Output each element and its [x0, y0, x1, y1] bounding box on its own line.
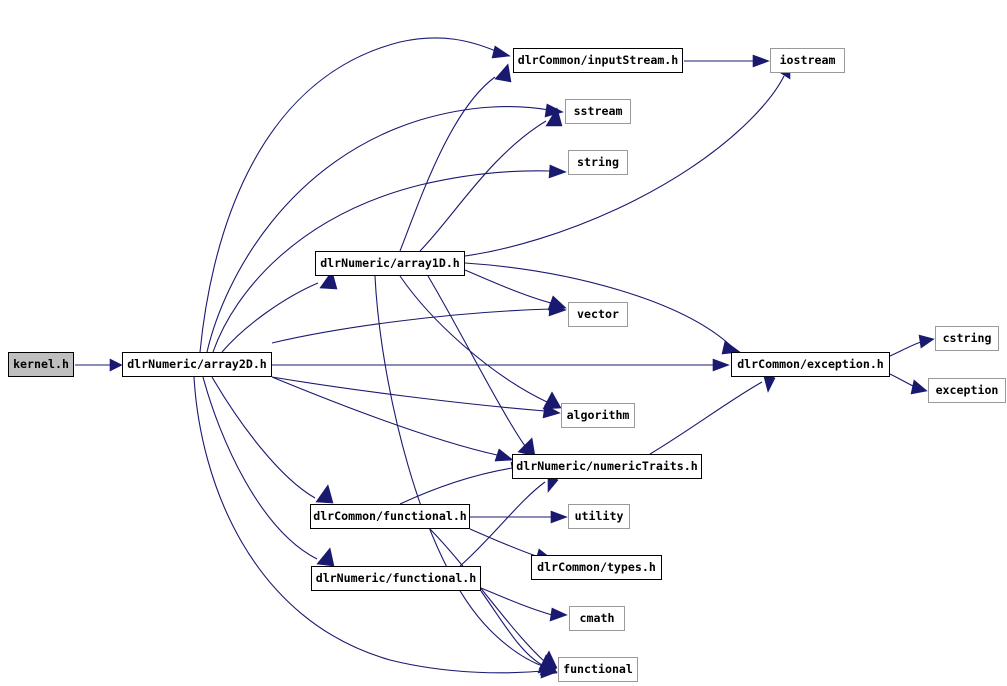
edge-array2D-to-dlrNumeric-functional [202, 376, 318, 560]
edge-array2D-to-string [212, 170, 552, 353]
node-label: sstream [573, 103, 623, 118]
edge-array1D-to-algorithm [399, 275, 548, 403]
node-label: dlrNumeric/array1D.h [320, 255, 460, 270]
node-functional[interactable]: functional [558, 657, 638, 682]
node-dlrCommon-types-h[interactable]: dlrCommon/types.h [531, 555, 662, 580]
node-label: functional [563, 661, 633, 676]
edge-array2D-to-numericTraits [271, 376, 498, 456]
edge-array1D-to-sstream [419, 120, 547, 252]
node-algorithm[interactable]: algorithm [561, 403, 635, 428]
node-utility[interactable]: utility [568, 504, 630, 529]
node-dlrNumeric-array2D-h[interactable]: dlrNumeric/array2D.h [122, 352, 272, 377]
edge-array1D-to-inputStream [399, 76, 496, 252]
node-label: string [577, 154, 619, 169]
arrowhead [494, 448, 514, 462]
edge-array1D-to-exception-h [464, 262, 731, 346]
node-dlrNumeric-numericTraits-h[interactable]: dlrNumeric/numericTraits.h [512, 454, 702, 479]
edge-array2D-to-functional [193, 376, 544, 674]
node-label: dlrNumeric/functional.h [315, 570, 477, 585]
arrowhead [918, 334, 935, 349]
arrowhead [550, 510, 568, 524]
edge-dlrCommon-functional-to-types [469, 528, 540, 558]
node-label: cmath [579, 610, 615, 625]
node-label: exception [935, 382, 999, 397]
node-label: dlrCommon/types.h [537, 559, 656, 574]
arrowhead [548, 164, 567, 179]
arrowhead [910, 379, 928, 395]
node-label: kernel.h [13, 356, 69, 371]
edge-dlrCommon-functional-to-numericTraits [399, 467, 513, 505]
node-string[interactable]: string [568, 150, 628, 175]
node-kernel-h[interactable]: kernel.h [8, 352, 74, 377]
node-label: utility [574, 508, 624, 523]
arrowhead [542, 391, 562, 410]
edge-array1D-to-iostream [464, 75, 785, 257]
arrowhead [109, 358, 123, 372]
edge-array2D-to-algorithm [271, 376, 546, 412]
edge-array2D-to-array1D [221, 282, 319, 353]
edge-array2D-to-inputStream [199, 37, 499, 353]
arrowhead [494, 63, 512, 83]
node-iostream[interactable]: iostream [770, 48, 845, 73]
node-dlrCommon-functional-h[interactable]: dlrCommon/functional.h [310, 504, 470, 529]
arrowhead [547, 295, 567, 311]
edge-array2D-to-dlrCommon-functional [211, 376, 316, 499]
node-dlrNumeric-functional-h[interactable]: dlrNumeric/functional.h [311, 566, 481, 591]
edge-dlrNumeric-functional-to-cmath [480, 587, 553, 616]
node-dlrNumeric-array1D-h[interactable]: dlrNumeric/array1D.h [315, 251, 465, 276]
arrowhead [752, 54, 770, 68]
node-cmath[interactable]: cmath [569, 606, 625, 631]
edge-array1D-to-numericTraits [427, 275, 526, 447]
node-label: dlrNumeric/numericTraits.h [516, 458, 698, 473]
edge-dlrNumeric-functional-to-numericTraits [459, 481, 546, 567]
node-dlrCommon-exception-h[interactable]: dlrCommon/exception.h [731, 352, 890, 377]
arrowhead [491, 45, 511, 59]
node-sstream[interactable]: sstream [565, 99, 631, 124]
node-exception[interactable]: exception [928, 378, 1006, 403]
node-cstring[interactable]: cstring [935, 326, 999, 351]
edge-exception-h-to-exception [889, 373, 916, 388]
node-label: dlrNumeric/array2D.h [127, 356, 267, 371]
node-vector[interactable]: vector [568, 302, 628, 327]
node-label: cstring [942, 330, 992, 345]
edge-exception-h-to-cstring [889, 341, 922, 357]
edge-array2D-to-vector [271, 308, 552, 344]
arrowhead [316, 547, 335, 567]
arrowhead [545, 107, 563, 127]
node-label: iostream [779, 52, 836, 67]
node-label: algorithm [566, 407, 630, 422]
arrowhead [315, 484, 334, 504]
arrowhead [712, 358, 730, 372]
edge-dlrCommon-functional-to-functional [429, 528, 545, 662]
node-dlrCommon-inputStream-h[interactable]: dlrCommon/inputStream.h [513, 48, 683, 73]
arrowhead [537, 654, 557, 674]
edge-array1D-to-vector [464, 269, 552, 304]
edge-dlrNumeric-functional-to-functional [480, 590, 543, 666]
edge-array2D-to-sstream [206, 106, 550, 353]
node-label: vector [577, 306, 619, 321]
edge-numericTraits-to-exception-h [649, 381, 763, 455]
arrowhead [549, 607, 568, 622]
node-label: dlrCommon/functional.h [313, 508, 467, 523]
node-label: dlrCommon/inputStream.h [517, 52, 679, 67]
node-label: dlrCommon/exception.h [737, 356, 884, 371]
